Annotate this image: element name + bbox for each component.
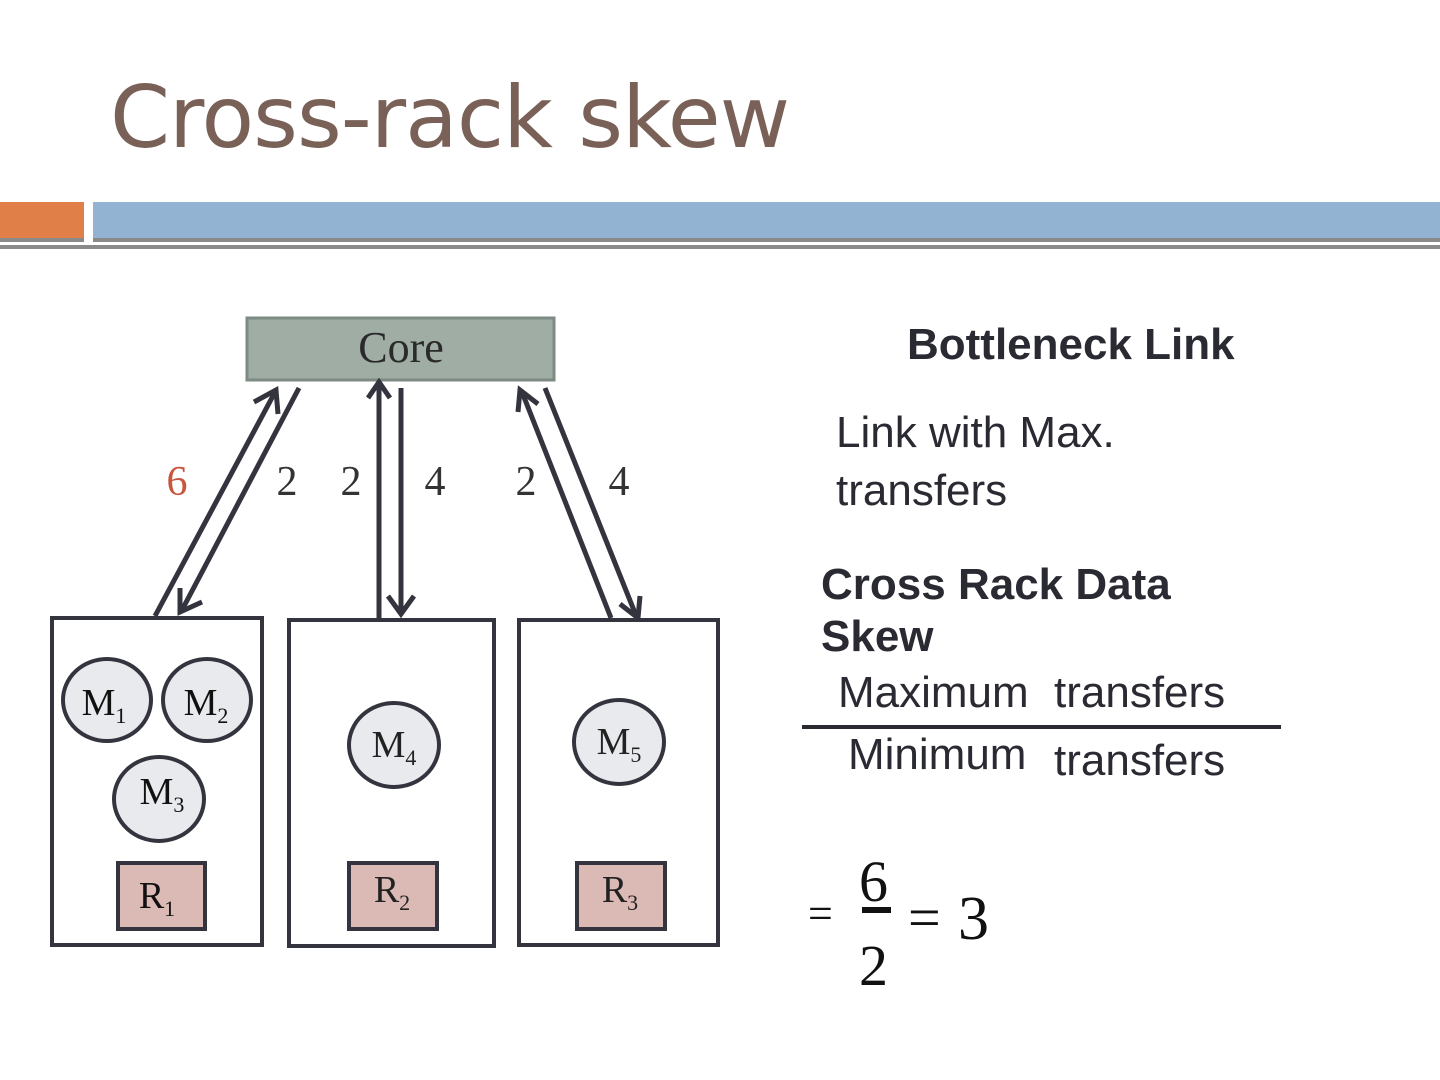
- svg-text:M3: M3: [140, 771, 185, 817]
- rack-2: M4 R2: [287, 618, 496, 948]
- bottleneck-desc-line1: Link with Max.: [836, 408, 1115, 457]
- core-label: Core: [358, 323, 444, 372]
- svg-text:M2: M2: [184, 682, 229, 728]
- skew-heading-line2: Skew: [821, 612, 934, 661]
- mapper-node: M5: [572, 698, 666, 786]
- result-numerator: 6: [859, 849, 888, 914]
- core-switch: Core: [245, 316, 556, 382]
- denominator-a: Minimum: [848, 730, 1027, 779]
- svg-text:R2: R2: [374, 869, 410, 915]
- bottleneck-heading: Bottleneck Link: [907, 320, 1235, 369]
- mapper-node: M4: [347, 701, 441, 789]
- arrowhead-icon: [365, 377, 393, 400]
- slide-title: Cross-rack skew: [110, 68, 790, 168]
- svg-text:M1: M1: [82, 682, 127, 728]
- result-value: 3: [958, 885, 989, 953]
- accent-bar-orange: [0, 202, 84, 242]
- link-label-rack3-up: 2: [516, 459, 537, 505]
- mapper-node: M1: [61, 657, 153, 743]
- mapper-node: M2: [161, 657, 253, 743]
- arrowhead-icon: [177, 588, 204, 616]
- arrowhead-icon: [385, 594, 417, 619]
- links: [152, 377, 643, 623]
- result-denominator: 2: [859, 933, 888, 998]
- link-label-rack3-down: 4: [609, 459, 630, 505]
- arrowhead-icon: [252, 385, 281, 415]
- numerator-b: transfers: [1054, 668, 1226, 717]
- link-label-rack1-down: 2: [277, 459, 298, 505]
- link-label-rack2-up: 2: [341, 459, 362, 505]
- link-label-rack2-down: 4: [425, 459, 446, 505]
- rack-3: M5 R3: [517, 618, 720, 947]
- link-label-rack1-up: 6: [167, 459, 188, 505]
- bottleneck-desc-line2: transfers: [836, 466, 1008, 515]
- link-rack1-down: [179, 386, 302, 612]
- arrowhead-icon: [515, 385, 540, 413]
- svg-text:M5: M5: [597, 721, 642, 767]
- reducer-node: R2: [347, 861, 439, 931]
- result-equals-2: =: [908, 885, 941, 950]
- svg-text:R1: R1: [139, 875, 175, 921]
- rack-1: M1 M2 M3 R1: [50, 616, 264, 947]
- svg-text:M4: M4: [372, 724, 417, 770]
- accent-bar-blue: [93, 202, 1440, 242]
- link-rack3-down: [542, 387, 640, 619]
- result-equals-1: =: [808, 889, 833, 938]
- mapper-node: M3: [112, 755, 206, 843]
- skew-heading-line1: Cross Rack Data: [821, 560, 1171, 609]
- link-rack1-up: [152, 392, 277, 618]
- reducer-node: R3: [575, 861, 667, 931]
- reducer-node: R1: [116, 861, 207, 931]
- link-rack3-up: [519, 391, 614, 619]
- divider-rule: [0, 245, 1440, 249]
- denominator-b: transfers: [1054, 736, 1226, 785]
- svg-text:R3: R3: [602, 869, 638, 915]
- numerator-a: Maximum: [838, 668, 1029, 717]
